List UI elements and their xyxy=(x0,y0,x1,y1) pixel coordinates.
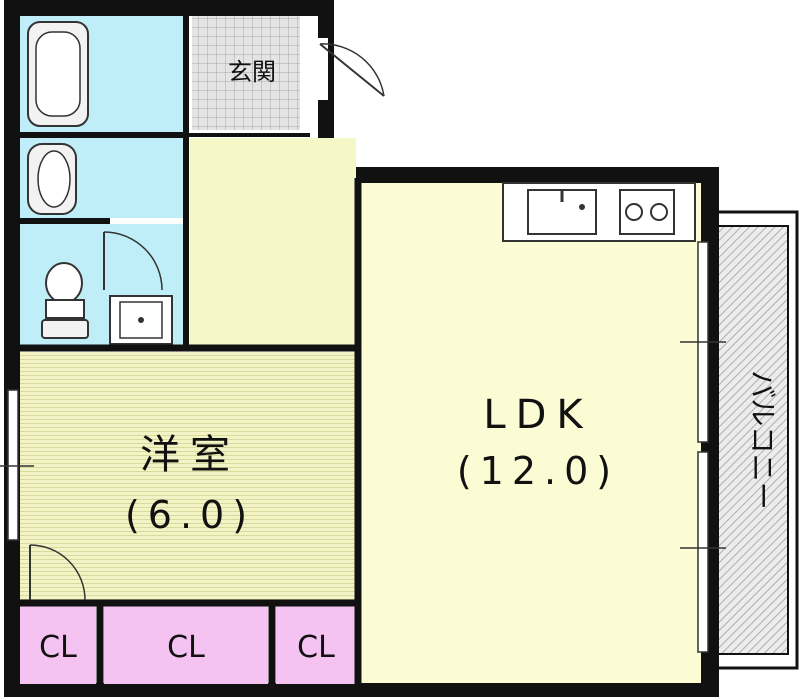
closet-door xyxy=(29,544,86,601)
entrance-door xyxy=(312,38,385,100)
balcony-label: バルコニー xyxy=(746,370,779,509)
entrance-label: 玄関 xyxy=(228,58,276,86)
closet-3-floor xyxy=(276,606,356,684)
closet-1-floor xyxy=(20,606,96,684)
washing-machine-space xyxy=(109,295,173,345)
entrance-floor xyxy=(192,16,300,130)
ldk-name: LDK xyxy=(483,392,592,438)
closet-2-label: CL xyxy=(167,630,205,665)
wash-basin xyxy=(27,143,77,215)
closet-1-label: CL xyxy=(39,630,77,665)
ldk-size: (12.0) xyxy=(457,449,619,493)
western-room-size: (6.0) xyxy=(125,493,255,537)
ldk-floor xyxy=(362,183,703,683)
western-room-floor xyxy=(20,352,356,600)
toilet xyxy=(41,262,89,339)
bathtub xyxy=(27,21,89,127)
kitchen-counter xyxy=(502,182,696,242)
balcony-area: バルコニー xyxy=(707,210,799,670)
western-room-name: 洋室 xyxy=(140,432,240,478)
closet-2-floor xyxy=(104,606,268,684)
toilet-door xyxy=(103,231,163,291)
windows xyxy=(0,241,726,653)
closet-3-label: CL xyxy=(297,630,335,665)
hallway-floor xyxy=(190,138,356,348)
